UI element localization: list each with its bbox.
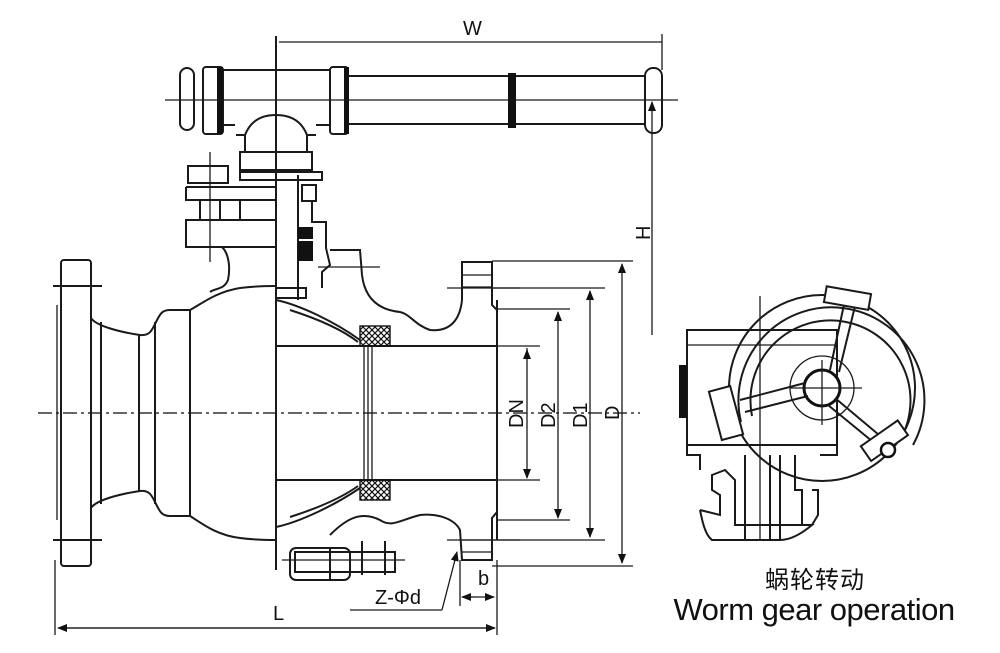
valve-body xyxy=(90,36,277,570)
dimension-lines xyxy=(54,34,663,635)
dim-label-b: b xyxy=(478,568,489,590)
dim-label-d: D xyxy=(602,406,624,420)
worm-gear-detail xyxy=(679,285,926,541)
dim-label-d2: D2 xyxy=(538,402,560,428)
lever-handle xyxy=(165,66,678,135)
caption-chinese: 蜗轮转动 xyxy=(765,567,865,594)
dim-label-dn: DN xyxy=(506,399,528,428)
dim-label-h: H xyxy=(633,226,655,240)
right-body xyxy=(275,249,520,561)
left-flange xyxy=(53,259,102,567)
dim-label-d1: D1 xyxy=(570,402,592,428)
caption-english: Worm gear operation xyxy=(673,592,955,627)
dim-label-w: W xyxy=(463,18,482,40)
bottom-bolt xyxy=(282,541,405,581)
dim-label-l: L xyxy=(273,603,284,625)
stem-assembly xyxy=(185,113,332,300)
dim-label-z-phi-d: Z-Φd xyxy=(375,587,421,609)
